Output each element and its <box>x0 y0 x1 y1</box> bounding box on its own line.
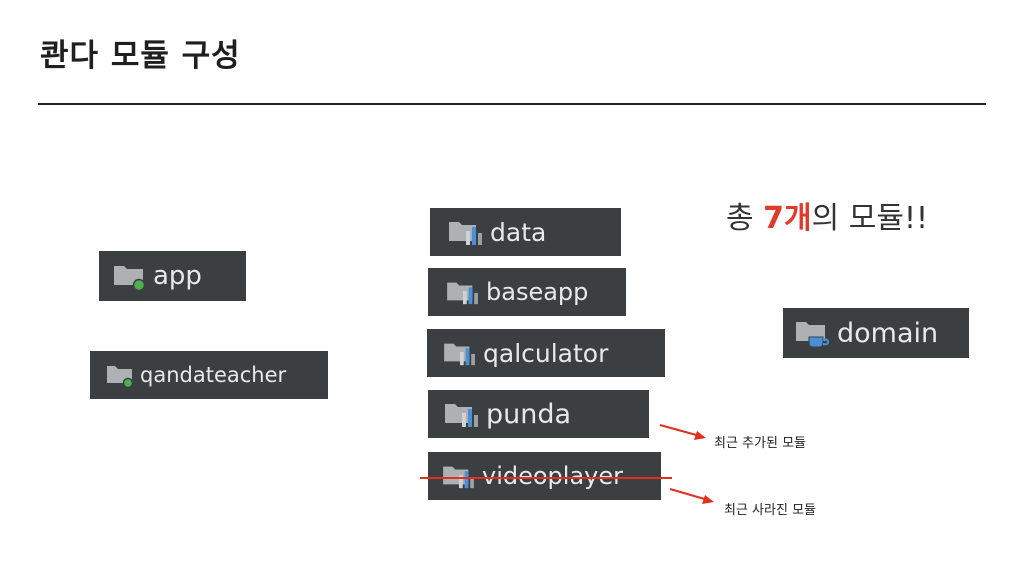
module-data[interactable]: data <box>430 208 621 256</box>
module-count: 총 7개의 모듈!! <box>726 193 928 237</box>
folder-library-icon <box>447 282 478 305</box>
module-label: videoplayer <box>482 462 623 490</box>
count-number: 7개 <box>763 201 812 236</box>
title-divider <box>38 103 986 105</box>
folder-java-icon <box>796 322 830 348</box>
note-recently-added: 최근 추가된 모듈 <box>714 436 806 451</box>
folder-library-icon <box>443 466 474 489</box>
module-label: app <box>153 261 202 291</box>
module-label: punda <box>486 398 572 430</box>
module-app[interactable]: app <box>99 251 246 301</box>
module-label: domain <box>837 317 939 349</box>
module-qandateacher[interactable]: qandateacher <box>90 351 328 399</box>
module-qalculator[interactable]: qalculator <box>427 329 665 377</box>
module-videoplayer[interactable]: videoplayer <box>428 452 661 500</box>
module-baseapp[interactable]: baseapp <box>428 268 626 316</box>
count-prefix: 총 <box>726 201 764 236</box>
folder-library-icon <box>449 222 482 245</box>
module-label: qalculator <box>483 338 609 368</box>
folder-app-icon <box>107 366 134 388</box>
module-punda[interactable]: punda <box>428 390 649 438</box>
module-domain[interactable]: domain <box>783 308 969 358</box>
removed-strikethrough <box>420 477 672 479</box>
module-label: baseapp <box>486 278 589 306</box>
folder-app-icon <box>114 266 146 291</box>
note-recently-removed: 최근 사라진 모듈 <box>724 503 816 518</box>
module-label: qandateacher <box>140 363 287 387</box>
count-suffix: 의 모듈!! <box>811 201 929 236</box>
page-title: 콴다 모듈 구성 <box>40 38 241 74</box>
module-label: data <box>490 217 547 247</box>
folder-library-icon <box>445 404 478 427</box>
folder-library-icon <box>444 343 475 366</box>
